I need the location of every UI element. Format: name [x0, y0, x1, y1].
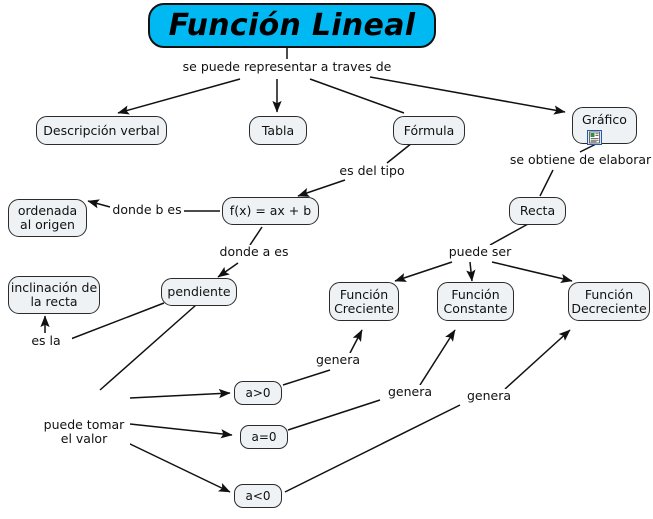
node-recta[interactable]: Recta: [509, 197, 566, 225]
node-inclinacion-de-la-recta[interactable]: inclinación de la recta: [8, 276, 100, 314]
node-ordenada-al-origen[interactable]: ordenada al origen: [8, 199, 87, 237]
link-label-puede-ser: puede ser: [446, 245, 514, 259]
resource-document-icon[interactable]: [587, 130, 602, 145]
link-label-genera-creciente: genera: [311, 353, 365, 367]
link-label-puede-tomar-el-valor: puede tomar el valor: [38, 418, 130, 446]
node-a-menor-que-cero[interactable]: a<0: [234, 484, 282, 508]
link-label-donde-b-es: donde b es: [110, 203, 184, 217]
node-formula[interactable]: Fórmula: [393, 116, 465, 145]
link-label-es-la: es la: [20, 334, 72, 348]
node-funcion-formula[interactable]: f(x) = ax + b: [222, 197, 319, 225]
link-label-genera-decreciente: genera: [462, 389, 516, 403]
node-funcion-constante[interactable]: Función Constante: [437, 282, 514, 321]
link-label-es-del-tipo: es del tipo: [336, 164, 408, 178]
link-label-se-obtiene-de-elaborar: se obtiene de elaborar: [506, 153, 653, 167]
node-grafico[interactable]: Gráfico: [572, 107, 637, 144]
link-label-genera-constante: genera: [383, 385, 437, 399]
link-label-se-puede-representar: se puede representar a traves de: [176, 60, 398, 74]
link-label-donde-a-es: donde a es: [215, 245, 293, 259]
node-a-mayor-que-cero[interactable]: a>0: [234, 381, 282, 405]
node-a-igual-cero[interactable]: a=0: [240, 425, 288, 449]
page-title: Función Lineal: [148, 3, 436, 48]
node-pendiente[interactable]: pendiente: [161, 278, 237, 306]
node-descripcion-verbal[interactable]: Descripción verbal: [36, 116, 167, 145]
node-funcion-decreciente[interactable]: Función Decreciente: [568, 282, 650, 321]
node-funcion-creciente[interactable]: Función Creciente: [329, 282, 399, 321]
node-tabla[interactable]: Tabla: [249, 116, 307, 145]
